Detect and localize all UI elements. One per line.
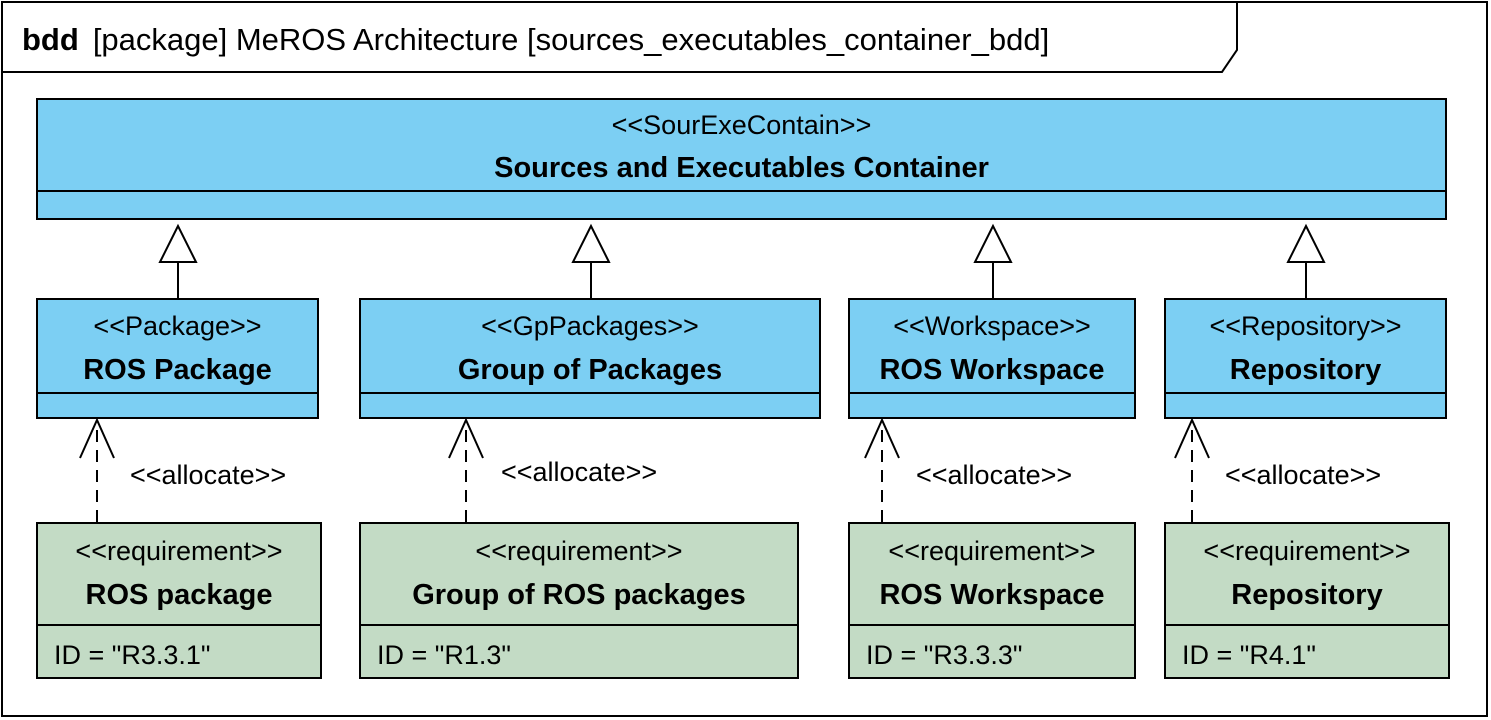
block-ros-package[interactable]: <<Package>> ROS Package [36, 298, 319, 419]
block-compartment-divider [361, 392, 819, 394]
requirement-compartment-divider [850, 624, 1134, 626]
allocate-label: <<allocate>> [501, 457, 658, 487]
block-name: ROS Package [83, 354, 272, 386]
allocate-label: <<allocate>> [916, 460, 1073, 490]
block-compartment-divider [1166, 392, 1445, 394]
requirement-group-of-ros-packages[interactable]: <<requirement>> Group of ROS packages ID… [359, 522, 799, 679]
block-name: ROS Workspace [879, 354, 1105, 386]
frame-title-text: [package] MeROS Architecture [sources_ex… [92, 22, 1050, 57]
requirement-id: ID = "R3.3.3" [866, 640, 1023, 670]
block-compartment-divider [38, 392, 317, 394]
generalization-ros-package [158, 223, 198, 300]
requirement-stereotype: <<requirement>> [75, 536, 283, 566]
block-stereotype: <<SourExeContain>> [611, 110, 872, 140]
allocate-dependency-4 [1174, 417, 1210, 522]
block-sources-executables-container[interactable]: <<SourExeContain>> Sources and Executabl… [36, 98, 1447, 220]
block-stereotype: <<Workspace>> [893, 311, 1091, 341]
requirement-id: ID = "R3.3.1" [54, 640, 211, 670]
generalization-ros-workspace [973, 223, 1013, 300]
requirement-id: ID = "R4.1" [1182, 640, 1316, 670]
block-compartment-divider [38, 190, 1445, 192]
allocate-label: <<allocate>> [130, 460, 287, 490]
block-stereotype: <<Repository>> [1209, 311, 1402, 341]
requirement-stereotype: <<requirement>> [888, 536, 1096, 566]
allocate-dependency-3 [864, 417, 900, 522]
block-compartment-divider [850, 392, 1134, 394]
frame-tab-border [2, 2, 1238, 73]
requirement-ros-package[interactable]: <<requirement>> ROS package ID = "R3.3.1… [36, 522, 322, 679]
requirement-compartment-divider [38, 624, 320, 626]
requirement-name: Group of ROS packages [412, 579, 746, 611]
block-group-of-packages[interactable]: <<GpPackages>> Group of Packages [359, 298, 821, 419]
block-stereotype: <<GpPackages>> [481, 311, 699, 341]
requirement-stereotype: <<requirement>> [1203, 536, 1411, 566]
requirement-name: ROS Workspace [879, 579, 1105, 611]
block-name: Repository [1229, 354, 1382, 386]
requirement-ros-workspace[interactable]: <<requirement>> ROS Workspace ID = "R3.3… [848, 522, 1136, 679]
generalization-repository [1286, 223, 1326, 300]
allocate-label: <<allocate>> [1225, 460, 1382, 490]
requirement-stereotype: <<requirement>> [475, 536, 683, 566]
requirement-compartment-divider [1166, 624, 1448, 626]
requirement-repository[interactable]: <<requirement>> Repository ID = "R4.1" [1164, 522, 1450, 679]
block-stereotype: <<Package>> [93, 311, 262, 341]
requirement-name: ROS package [85, 579, 273, 611]
allocate-dependency-2 [448, 417, 484, 522]
requirement-name: Repository [1231, 579, 1383, 611]
block-ros-workspace[interactable]: <<Workspace>> ROS Workspace [848, 298, 1136, 419]
block-repository[interactable]: <<Repository>> Repository [1164, 298, 1447, 419]
allocate-dependency-1 [79, 417, 115, 522]
requirement-id: ID = "R1.3" [377, 640, 511, 670]
generalization-group-of-packages [571, 223, 611, 300]
block-name: Group of Packages [457, 354, 723, 386]
block-name: Sources and Executables Container [494, 152, 989, 184]
frame-keyword: bdd [22, 22, 79, 57]
frame-title: bdd [package] MeROS Architecture [sources… [22, 22, 1049, 58]
requirement-compartment-divider [361, 624, 797, 626]
